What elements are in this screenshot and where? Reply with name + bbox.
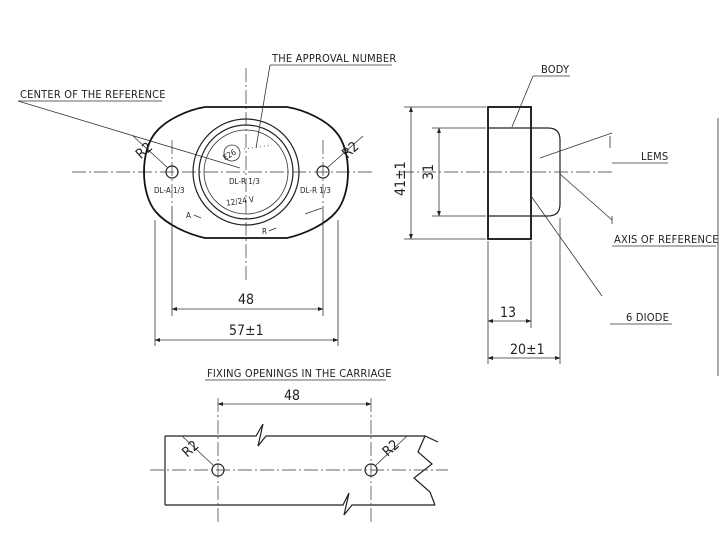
- lens-marking: DL-R 1/3: [229, 177, 260, 186]
- carriage-dimension-48: 48: [284, 388, 300, 404]
- leader-lens: [539, 132, 613, 159]
- leader-diode: [530, 195, 603, 297]
- marking-left: DL-A 1/3: [154, 186, 185, 195]
- letter-a-dash: [193, 214, 202, 219]
- carriage-right-hole: [364, 463, 378, 477]
- label-fixing-openings: FIXING OPENINGS IN THE CARRIAGE: [207, 367, 392, 380]
- label-axis-reference: AXIS OF REFERENCE: [614, 233, 719, 246]
- carriage-left-hole: [211, 463, 225, 477]
- carriage-radius-leader-left: [181, 435, 215, 467]
- carriage-plate-right-break: [413, 435, 436, 506]
- letter-r: R: [262, 227, 267, 236]
- leader-approval-number: [255, 64, 271, 149]
- radius-label-left: R2: [133, 140, 156, 163]
- lamp-outline: [143, 106, 349, 239]
- side-view: 41±1 31 13 20±1 BODY LEMS AXIS OF REFERE…: [393, 63, 719, 376]
- lens-outer-ring: [192, 118, 300, 226]
- carriage-radius-leader-right: [374, 435, 408, 467]
- leader-center-reference: [17, 100, 241, 169]
- left-fixing-hole: [165, 165, 179, 179]
- carriage-view: FIXING OPENINGS IN THE CARRIAGE 48 R2 R2: [150, 367, 448, 525]
- dimension-31: 31: [421, 164, 437, 180]
- marking-right: DL-R 1/3: [300, 186, 331, 195]
- lens-middle-ring: [198, 124, 294, 220]
- letter-r-dash: [268, 227, 277, 232]
- label-body: BODY: [541, 63, 570, 76]
- dimension-57: 57±1: [229, 323, 264, 339]
- dimension-48: 48: [238, 292, 254, 308]
- carriage-radius-label-right: R2: [380, 437, 403, 460]
- leader-axis-reference: [559, 173, 613, 221]
- dimension-20: 20±1: [510, 342, 545, 358]
- carriage-radius-label-left: R2: [179, 438, 202, 461]
- lens-inner-ring: [203, 129, 289, 215]
- leader-body: [511, 75, 534, 128]
- radius-leader-right: [326, 135, 364, 169]
- carriage-plate-bottom-edge: [165, 492, 435, 516]
- dimension-41: 41±1: [393, 161, 409, 196]
- label-diode: 6 DIODE: [626, 311, 669, 324]
- approval-dots-line: [243, 144, 273, 150]
- side-body: [487, 106, 532, 240]
- label-lens: LEMS: [641, 150, 668, 163]
- label-center-reference: CENTER OF THE REFERENCE: [20, 88, 166, 101]
- lower-edge-mark: [304, 207, 323, 215]
- radius-leader-left: [132, 135, 169, 169]
- front-view: R2 R2 DL-A 1/3 DL-R 1/3 E26 DL-R 1/3 12/…: [17, 52, 396, 346]
- dimension-13: 13: [500, 305, 516, 321]
- letter-a: A: [186, 211, 191, 220]
- voltage-label: 12/24 V: [226, 195, 255, 208]
- right-fixing-hole: [316, 165, 330, 179]
- approval-mark-circle: [223, 144, 241, 162]
- label-approval-number: THE APPROVAL NUMBER: [271, 52, 396, 65]
